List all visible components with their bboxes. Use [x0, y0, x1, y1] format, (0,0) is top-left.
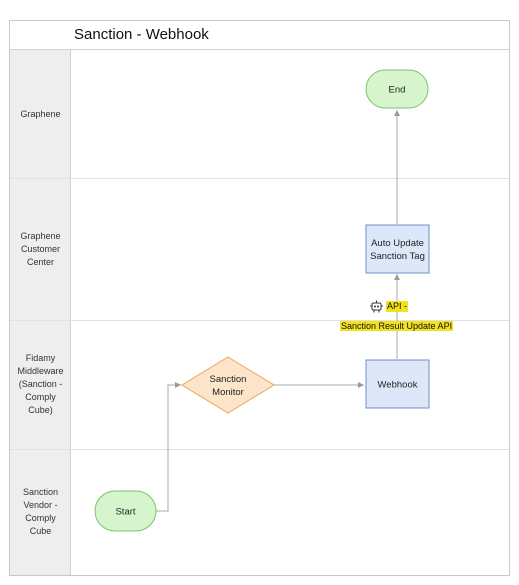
lane-label-customer-center: Graphene Customer Center	[20, 230, 61, 267]
api-label-line1: API -	[386, 301, 409, 312]
node-webhook: Webhook	[365, 359, 430, 409]
node-auto-update: Auto Update Sanction Tag	[365, 224, 430, 274]
lane-label-graphene: Graphene	[20, 108, 61, 119]
diagram-title: Sanction - Webhook	[74, 26, 209, 43]
edge-start-to-monitor	[156, 382, 181, 512]
node-end: End	[365, 69, 429, 109]
node-start: Start	[94, 490, 157, 532]
lane-divider	[10, 178, 509, 179]
node-monitor-label-1: Sanction	[210, 374, 247, 385]
lane-label-vendor: Sanction Vendor - Comply Cube	[22, 487, 59, 536]
api-label-line2: Sanction Result Update API	[340, 321, 454, 331]
node-sanction-monitor: Sanction Monitor	[181, 356, 275, 414]
lane-label-column	[10, 50, 71, 575]
api-connector-label: API -	[369, 300, 409, 313]
title-row	[9, 20, 510, 50]
node-monitor-label-2: Monitor	[212, 387, 244, 398]
robot-icon	[370, 300, 383, 313]
node-auto-update-label-2: Sanction Tag	[370, 251, 425, 262]
lane-divider	[10, 320, 509, 321]
lane-label-middleware: Fidamy Middleware (Sanction - Comply Cub…	[17, 353, 64, 415]
node-webhook-label: Webhook	[378, 380, 418, 391]
diagram-frame	[9, 20, 510, 576]
node-end-label: End	[389, 85, 406, 96]
node-start-label: Start	[115, 507, 135, 518]
api-connector-label-line2: Sanction Result Update API	[340, 316, 454, 334]
node-auto-update-label-1: Auto Update	[371, 238, 424, 249]
lane-divider	[10, 449, 509, 450]
